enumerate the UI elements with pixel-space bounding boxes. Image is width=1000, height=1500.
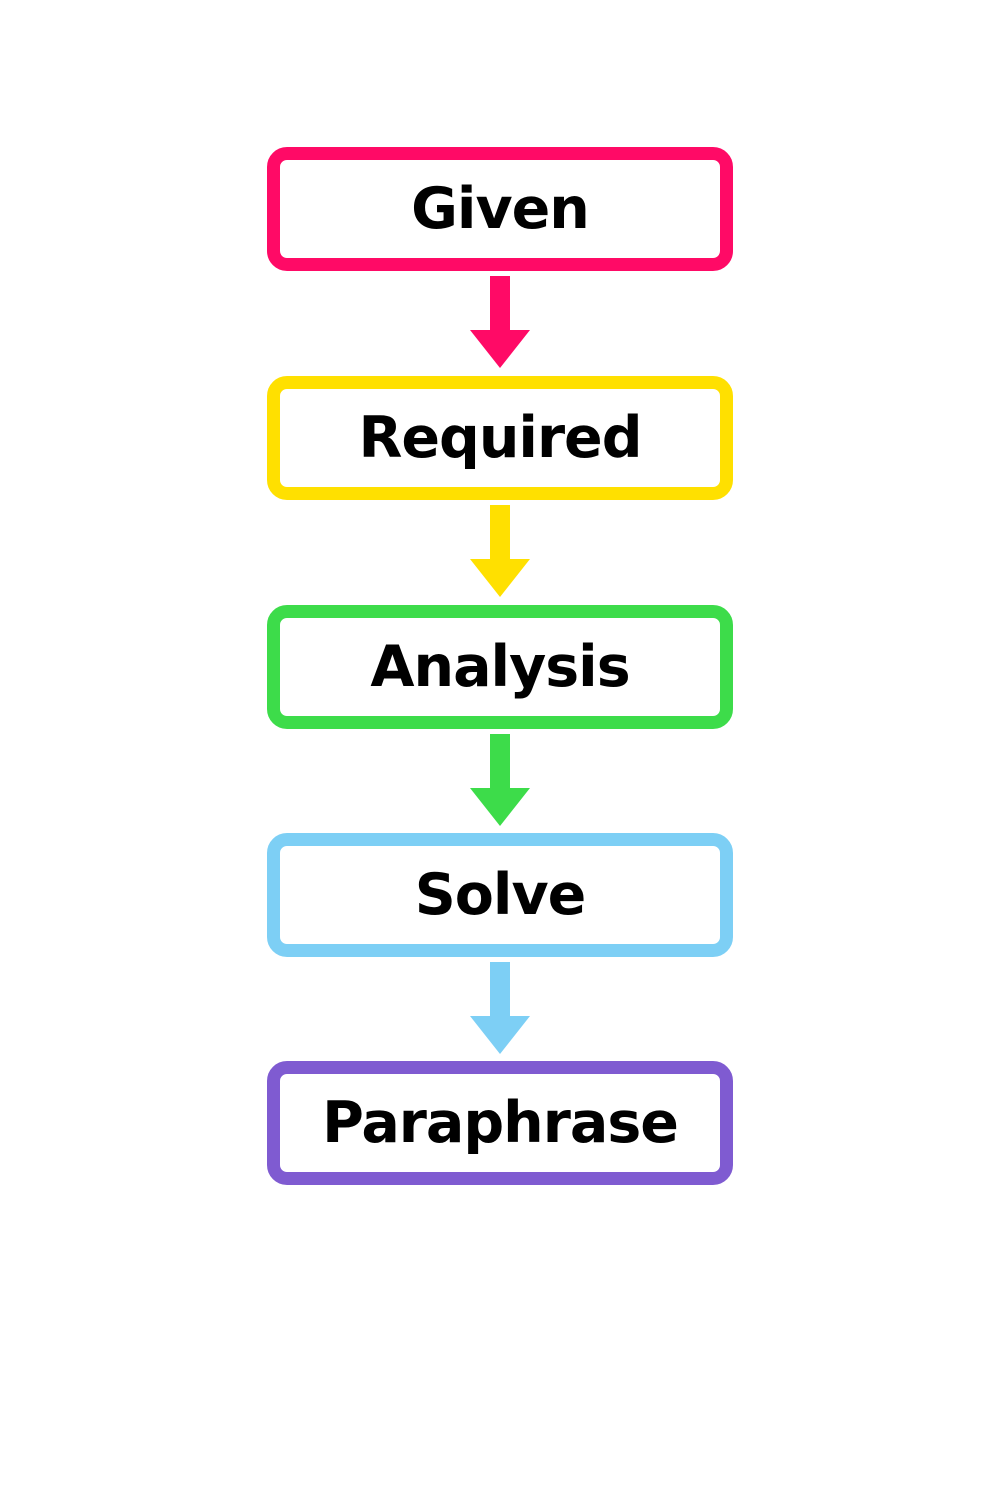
step-box-paraphrase: Paraphrase [267, 1061, 733, 1185]
arrow-down-icon [470, 276, 530, 368]
step-box-given: Given [267, 147, 733, 271]
arrow-down-icon [470, 962, 530, 1054]
step-box-analysis: Analysis [267, 605, 733, 729]
step-label-paraphrase: Paraphrase [322, 1089, 679, 1156]
step-label-solve: Solve [414, 861, 587, 928]
step-box-required: Required [267, 376, 733, 500]
arrow-down-icon [470, 734, 530, 826]
arrow-down-icon [470, 505, 530, 597]
step-label-given: Given [411, 175, 590, 242]
step-label-required: Required [358, 404, 642, 471]
step-box-solve: Solve [267, 833, 733, 957]
step-label-analysis: Analysis [370, 633, 630, 700]
